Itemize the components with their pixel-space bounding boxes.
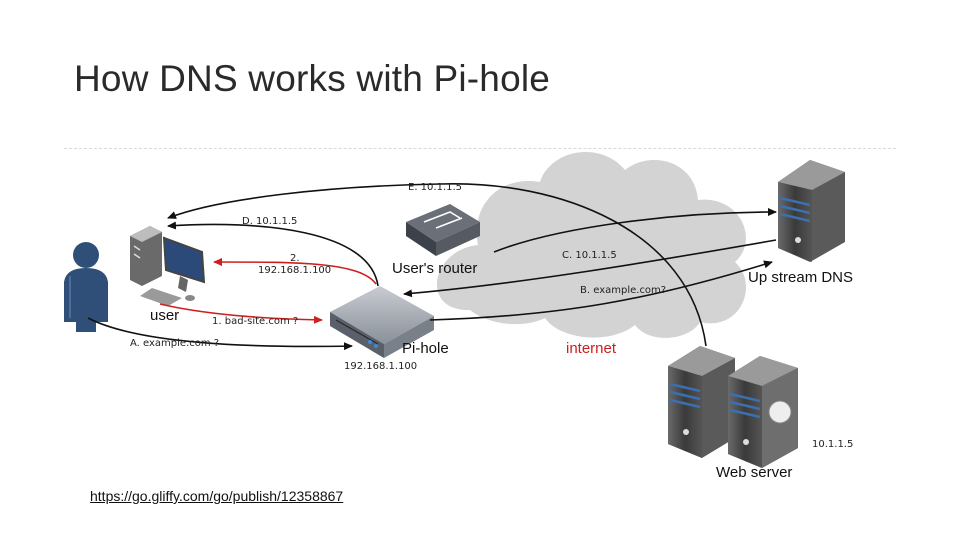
edge-b-label: B. example.com?: [580, 285, 666, 296]
edge-d-label: D. 10.1.1.5: [242, 216, 297, 227]
pihole-label: Pi-hole: [402, 340, 449, 357]
step1-label: 1. bad-site.com ?: [212, 316, 298, 327]
step2-ip-label: 192.168.1.100: [258, 265, 331, 276]
internet-label: internet: [566, 340, 617, 357]
source-link[interactable]: https://go.gliffy.com/go/publish/1235886…: [90, 488, 344, 504]
edge-a-arrow: [87, 317, 353, 351]
pihole-ip-label: 192.168.1.100: [344, 361, 417, 372]
router-icon: [406, 204, 480, 256]
pihole-device-icon: [330, 286, 434, 358]
step1-arrow: [159, 303, 323, 324]
edge-b-arrow: [429, 260, 773, 321]
edge-e-arrow: [167, 183, 707, 347]
internet-cloud: [436, 152, 747, 338]
edge-c-arrow: [403, 239, 777, 298]
web-server-icon: [668, 346, 798, 468]
upstream-dns-server-icon: [778, 160, 845, 262]
edge-a-label: A. example.com ?: [130, 338, 219, 349]
user-person-icon: [64, 242, 108, 332]
edge-c-label: C. 10.1.1.5: [562, 250, 617, 261]
slide-title: How DNS works with Pi-hole: [74, 58, 551, 99]
web-server-ip-label: 10.1.1.5: [812, 439, 853, 450]
title-divider: [64, 148, 896, 149]
upstream-dns-label: Up stream DNS: [748, 269, 853, 286]
router-label: User's router: [392, 260, 477, 277]
step2-arrow: [213, 258, 377, 285]
edge-e-label: E. 10.1.1.5: [408, 182, 462, 193]
edge-d-arrow: [167, 221, 379, 287]
user-label: user: [150, 307, 179, 324]
workstation-icon: [130, 226, 206, 306]
edge-web-upstream-link: [493, 208, 777, 253]
step2-number-label: 2.: [290, 253, 300, 264]
web-server-label: Web server: [716, 464, 792, 481]
